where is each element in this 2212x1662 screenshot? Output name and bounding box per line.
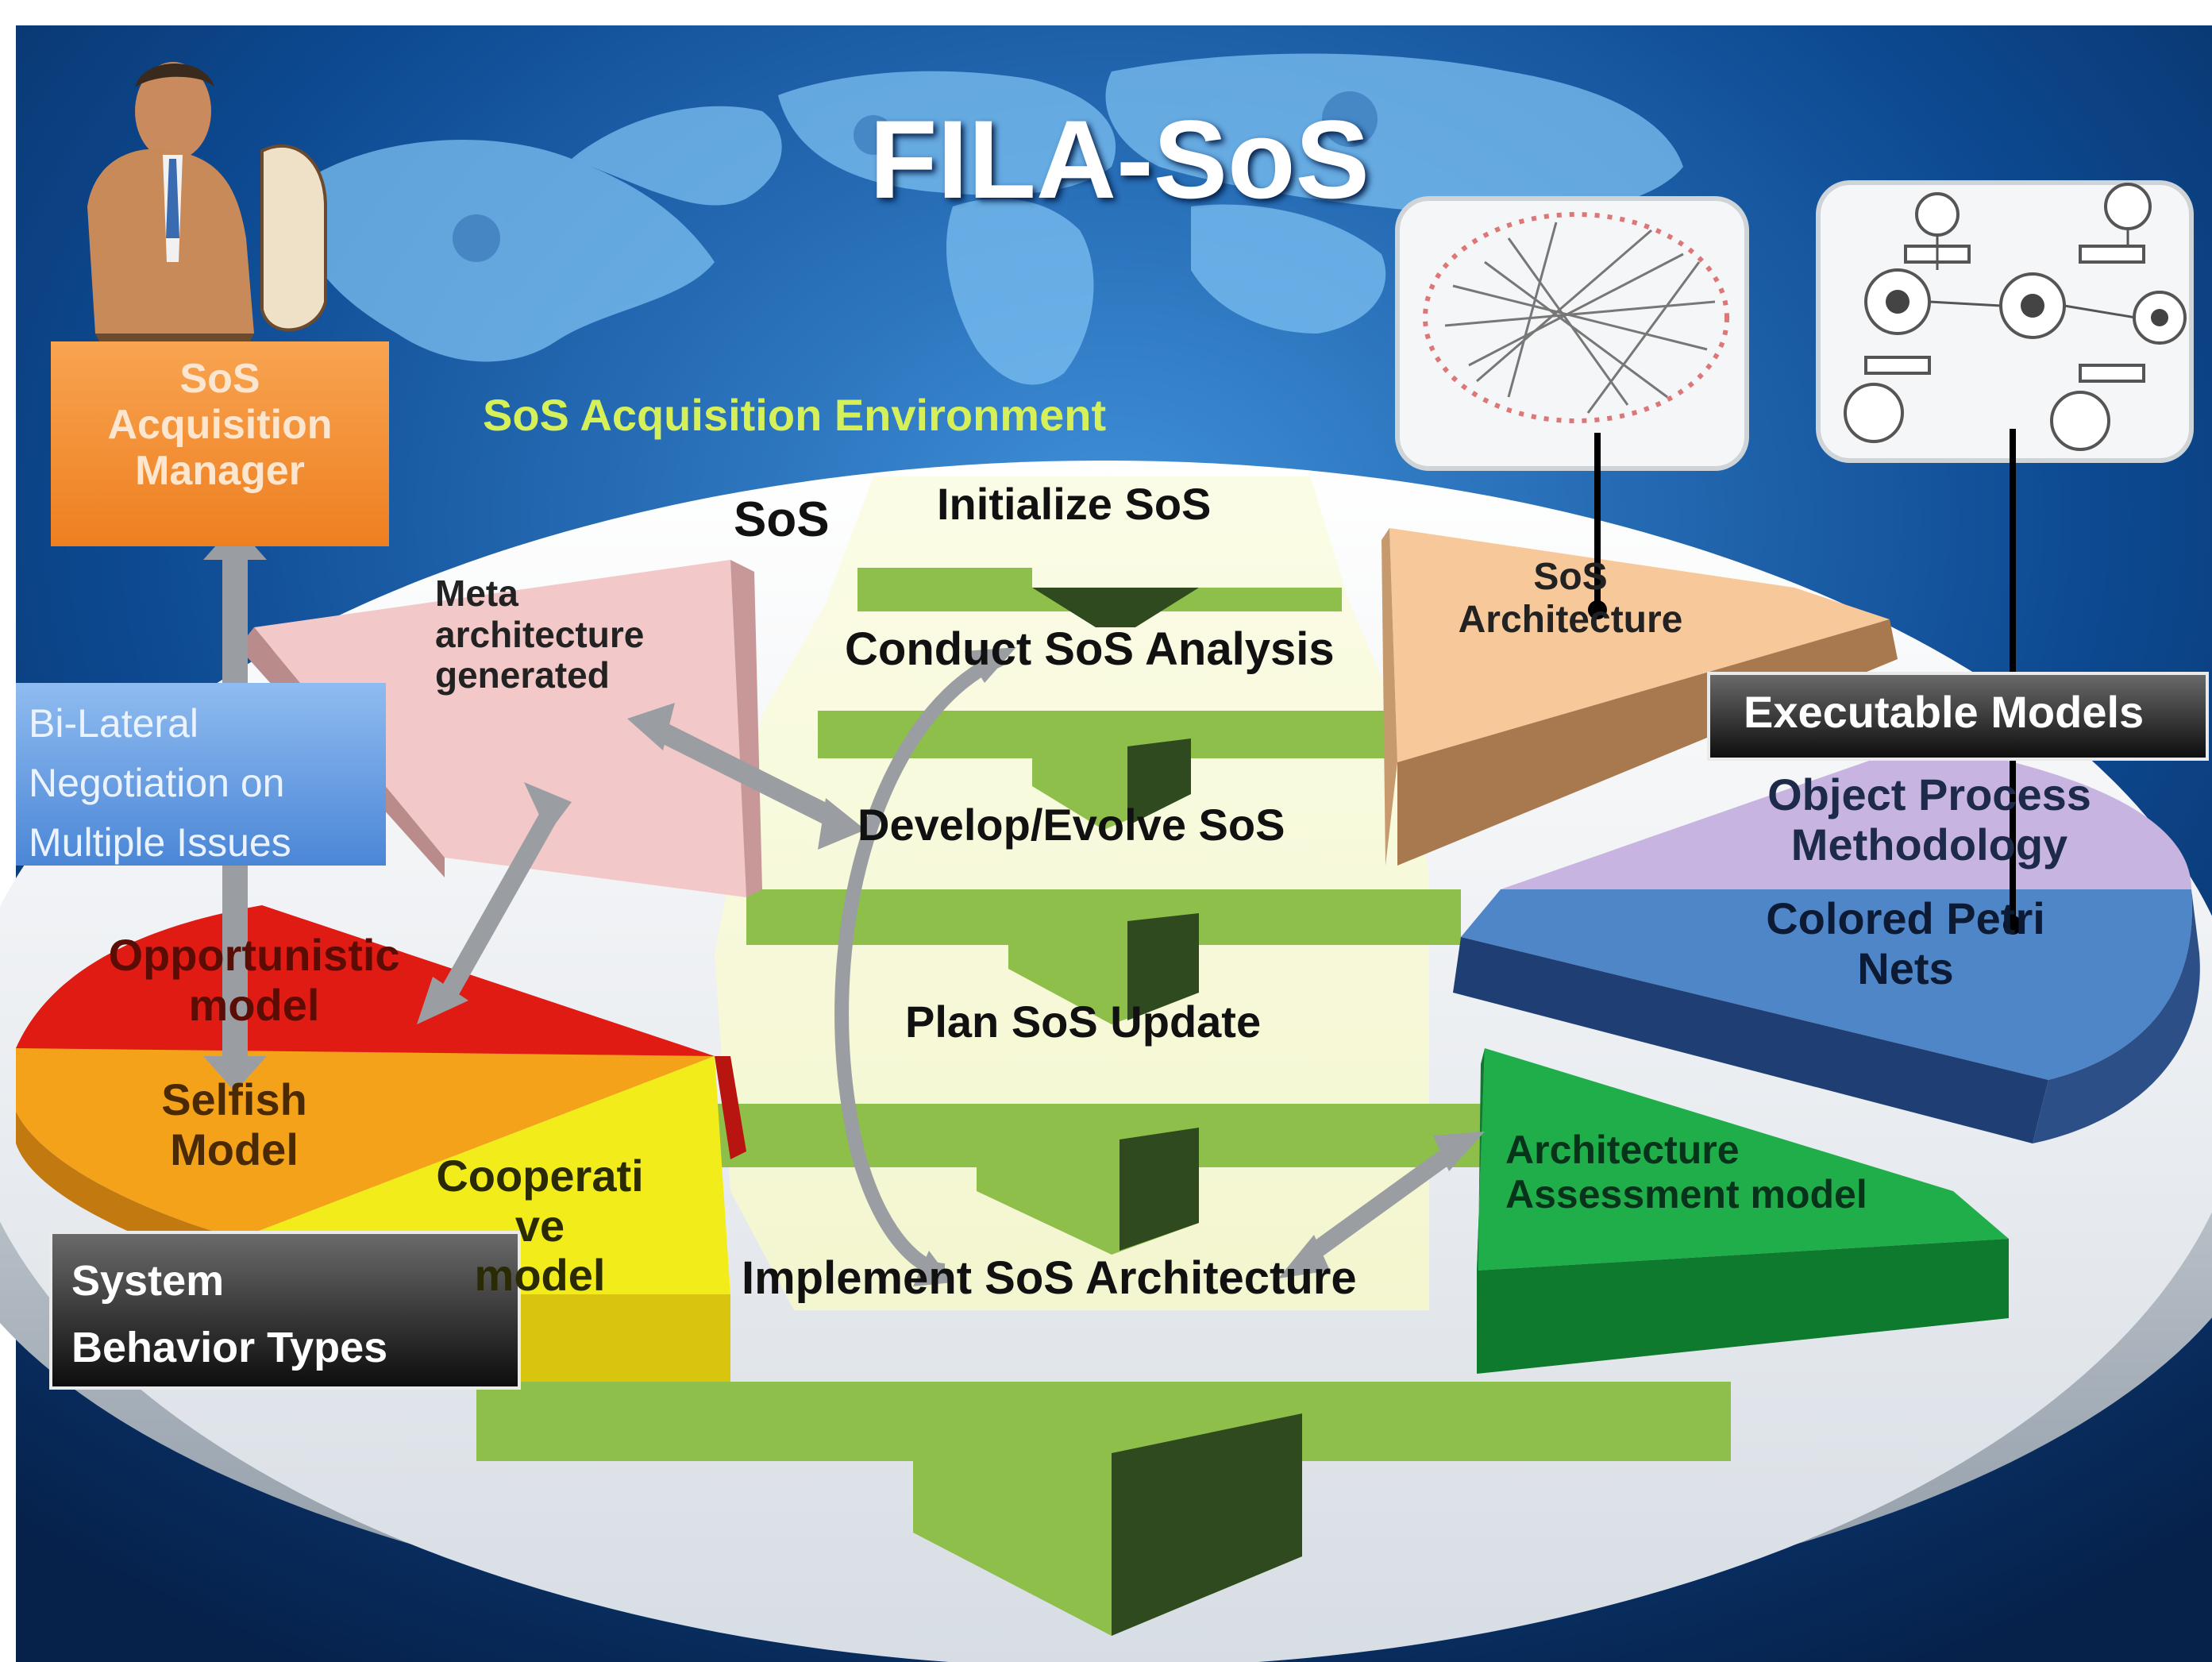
assessment-label: Architecture Assessment model: [1505, 1128, 1867, 1217]
negotiation-line1: Bi-Lateral: [29, 701, 198, 746]
sos-acquisition-manager-box: [51, 341, 389, 546]
behavior-types-label: System Behavior Types: [71, 1248, 387, 1381]
step-analysis: Conduct SoS Analysis: [845, 623, 1335, 675]
opportunistic-line1: Opportunistic: [108, 930, 400, 980]
assessment-wedge: [1477, 1048, 2009, 1374]
world-map: [299, 53, 1683, 385]
opm-line1: Object Process: [1767, 769, 2091, 819]
meta-line2: architecture: [435, 613, 645, 655]
network-graph-thumbnail: [1395, 196, 1749, 471]
sos-label: SoS: [734, 492, 830, 547]
sos-arch-line2: Architecture: [1458, 598, 1683, 641]
cpn-label: Colored Petri Nets: [1707, 893, 2104, 993]
manager-line2: Acquisition: [107, 402, 333, 449]
opm-line2: Methodology: [1790, 819, 2068, 870]
cpn-line2: Nets: [1857, 943, 1954, 993]
petri-net-thumbnail: [1816, 180, 2194, 463]
meta-line3: generated: [435, 654, 610, 696]
executable-models-label: Executable Models: [1744, 687, 2145, 737]
negotiation-label: Bi-Lateral Negotiation on Multiple Issue…: [29, 694, 291, 873]
sos-architecture-label: SoS Architecture: [1428, 556, 1713, 642]
cooperative-line1: Cooperati: [436, 1151, 644, 1201]
cooperative-line3: model: [474, 1250, 606, 1301]
system-behavior-types-box: [49, 1231, 521, 1390]
manager-label: SoS Acquisition Manager: [51, 356, 389, 495]
opportunistic-label: Opportunistic model: [87, 930, 421, 1030]
negotiation-line2: Negotiation on: [29, 761, 285, 805]
bilateral-negotiation-box: [16, 683, 386, 866]
sos-arch-line1: SoS: [1533, 556, 1608, 598]
step-develop: Develop/Evolve SoS: [857, 800, 1285, 850]
behavior-line1: System: [71, 1257, 225, 1305]
cpn-line1: Colored Petri: [1766, 893, 2045, 943]
opm-label: Object Process Methodology: [1707, 769, 2152, 870]
page-title: FILA-SoS: [869, 97, 1370, 222]
executable-models-wedge: [1453, 742, 2200, 1143]
manager-line1: SoS: [179, 356, 260, 402]
flow-arrows: [203, 524, 1485, 1286]
step-plan: Plan SoS Update: [905, 997, 1262, 1047]
executable-models-box: [1707, 672, 2209, 761]
selfish-line1: Selfish: [161, 1074, 307, 1124]
opportunistic-line2: model: [188, 979, 320, 1030]
step-implement: Implement SoS Architecture: [742, 1252, 1357, 1304]
step-initialize: Initialize SoS: [937, 479, 1212, 529]
selfish-label: Selfish Model: [127, 1074, 341, 1174]
assessment-line1: Architecture: [1505, 1128, 1740, 1172]
environment-label: SoS Acquisition Environment: [483, 390, 1107, 440]
selfish-line2: Model: [170, 1124, 299, 1174]
cooperative-label: Cooperati ve model: [413, 1151, 667, 1301]
assessment-line2: Assessment model: [1505, 1172, 1867, 1217]
cooperative-line2: ve: [514, 1200, 565, 1251]
meta-architecture-label: Meta architecture generated: [435, 573, 644, 696]
negotiation-line3: Multiple Issues: [29, 820, 291, 865]
manager-line3: Manager: [135, 448, 305, 495]
meta-line1: Meta: [435, 573, 518, 614]
behavior-line2: Behavior Types: [71, 1323, 388, 1371]
